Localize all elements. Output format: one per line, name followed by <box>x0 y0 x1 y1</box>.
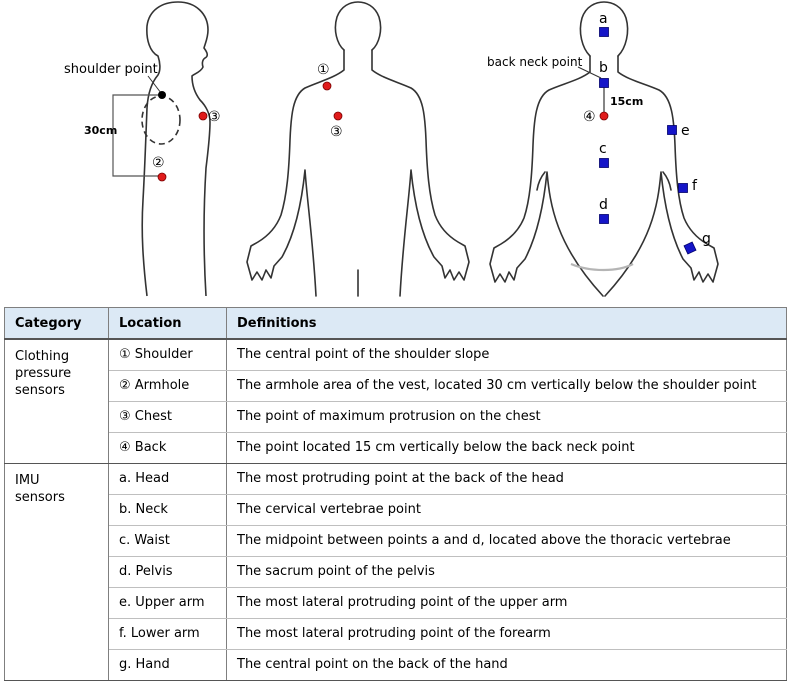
definition-cell: The point of maximum protrusion on the c… <box>226 401 787 433</box>
definition-cell: The cervical vertebrae point <box>226 494 787 526</box>
location-cell: ③ Chest <box>108 401 227 433</box>
imu-label-g: g <box>702 231 711 247</box>
definition-cell: The armhole area of the vest, located 30… <box>226 370 787 402</box>
back-waistline <box>570 262 634 272</box>
location-cell: ① Shoulder <box>108 339 227 371</box>
location-cell: f. Lower arm <box>108 618 227 650</box>
side-marker-chest: ③ <box>208 109 221 125</box>
front-head-outline <box>334 1 382 51</box>
armhole-outline <box>141 95 181 145</box>
definition-cell: The central point on the back of the han… <box>226 649 787 681</box>
front-body-right <box>371 49 470 297</box>
back-neck-leader <box>577 66 602 79</box>
front-marker-chest: ③ <box>330 124 343 140</box>
chest-sensor-dot-front <box>333 111 343 121</box>
imu-sensor-hand <box>683 241 697 255</box>
side-body-outline <box>141 1 211 297</box>
sensor-placement-figure: shoulder point 30cm ③ ② ① ③ back neck po… <box>0 0 788 300</box>
front-view-body <box>246 1 470 297</box>
sensor-definitions-table: Category Location Definitions Clothing p… <box>4 307 787 681</box>
back-view-body <box>489 1 719 297</box>
table-row: g. Hand The central point on the back of… <box>5 649 787 681</box>
header-definitions: Definitions <box>226 307 787 340</box>
header-location: Location <box>108 307 227 340</box>
back-body-left <box>489 55 604 297</box>
location-cell: ② Armhole <box>108 370 227 402</box>
armhole-sensor-dot <box>157 172 167 182</box>
table-row: Clothing pressure sensors ① Shoulder The… <box>4 339 787 464</box>
category-text: sensors <box>15 383 65 398</box>
location-cell: a. Head <box>108 463 227 495</box>
side-marker-armhole: ② <box>152 155 165 171</box>
shoulder-point-leader <box>147 75 162 94</box>
table-header-row: Category Location Definitions <box>4 307 787 340</box>
definition-cell: The point located 15 cm vertically below… <box>226 432 787 464</box>
shoulder-point-dot <box>158 91 166 99</box>
shoulder-sensor-dot <box>322 81 332 91</box>
imu-label-b: b <box>599 60 608 76</box>
distance-bracket <box>112 94 162 177</box>
table-row: IMU sensors a. Head The most protruding … <box>4 463 787 681</box>
table-row: ③ Chest The point of maximum protrusion … <box>5 401 787 433</box>
imu-label-a: a <box>599 11 608 27</box>
imu-sensor-upper-arm <box>667 125 677 135</box>
imu-sensor-pelvis <box>599 214 609 224</box>
back-head-outline <box>579 1 629 57</box>
definition-cell: The sacrum point of the pelvis <box>226 556 787 588</box>
imu-sensors <box>599 27 697 255</box>
table-row: ② Armhole The armhole area of the vest, … <box>5 370 787 402</box>
front-body-left <box>246 49 345 297</box>
imu-sensor-head <box>599 27 609 37</box>
back-neck-point-label: back neck point <box>487 55 583 69</box>
table-row: f. Lower arm The most lateral protruding… <box>5 618 787 650</box>
category-text: pressure <box>15 366 72 381</box>
category-cell-pressure: Clothing pressure sensors <box>4 339 109 464</box>
imu-sensor-waist <box>599 158 609 168</box>
imu-label-f: f <box>692 178 698 194</box>
location-cell: ④ Back <box>108 432 227 464</box>
imu-label-d: d <box>599 197 608 213</box>
imu-label-c: c <box>599 141 607 157</box>
table-row: d. Pelvis The sacrum point of the pelvis <box>5 556 787 588</box>
chest-sensor-dot-side <box>198 111 208 121</box>
front-marker-shoulder: ① <box>317 62 330 78</box>
back-distance-label: 15cm <box>610 95 643 108</box>
category-text: IMU <box>15 473 40 488</box>
back-sensor-dot <box>599 111 609 121</box>
location-cell: g. Hand <box>108 649 227 681</box>
table-row: b. Neck The cervical vertebrae point <box>5 494 787 526</box>
definition-cell: The central point of the shoulder slope <box>226 339 787 371</box>
category-cell-imu: IMU sensors <box>4 463 109 681</box>
back-body-right <box>604 55 719 297</box>
armhole-distance-label: 30cm <box>84 124 117 137</box>
header-category: Category <box>4 307 109 340</box>
back-shoulder-blade-left <box>536 171 546 191</box>
definition-cell: The most lateral protruding point of the… <box>226 618 787 650</box>
location-cell: d. Pelvis <box>108 556 227 588</box>
category-text: Clothing <box>15 349 70 364</box>
location-cell: b. Neck <box>108 494 227 526</box>
shoulder-point-label: shoulder point <box>64 62 158 77</box>
category-text: sensors <box>15 490 65 505</box>
definition-cell: The midpoint between points a and d, loc… <box>226 525 787 557</box>
imu-sensor-neck <box>599 78 609 88</box>
location-cell: e. Upper arm <box>108 587 227 619</box>
table-row: e. Upper arm The most lateral protruding… <box>5 587 787 619</box>
table-row: c. Waist The midpoint between points a a… <box>5 525 787 557</box>
side-view-body <box>112 1 211 297</box>
imu-sensor-lower-arm <box>678 183 688 193</box>
imu-label-e: e <box>681 123 690 139</box>
back-marker-back: ④ <box>583 109 596 125</box>
definition-cell: The most lateral protruding point of the… <box>226 587 787 619</box>
definition-cell: The most protruding point at the back of… <box>226 463 787 495</box>
back-shoulder-blade-right <box>662 171 672 191</box>
location-cell: c. Waist <box>108 525 227 557</box>
table-row: ④ Back The point located 15 cm verticall… <box>5 432 787 464</box>
